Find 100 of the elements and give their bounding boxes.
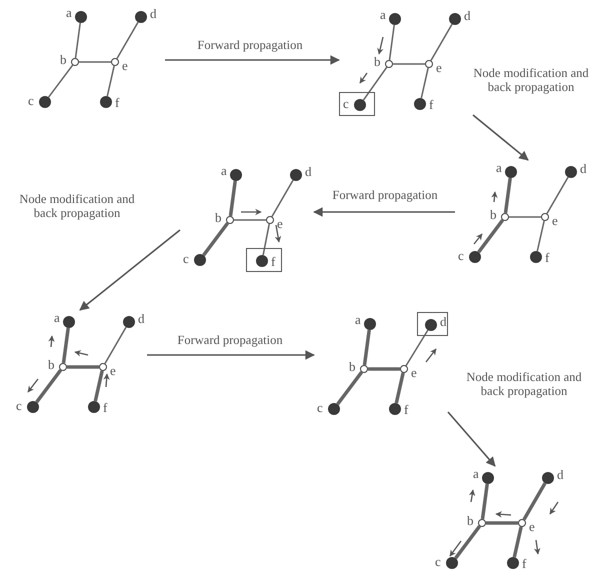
node-dot (446, 557, 458, 569)
node-letter: b (467, 514, 474, 527)
tree-branch (394, 372, 405, 404)
tree-branch (509, 216, 541, 218)
tree-branch (228, 180, 237, 216)
node-letter: d (150, 7, 156, 20)
tree-branch (536, 220, 545, 252)
node-letter: c (435, 555, 441, 568)
node-dot (123, 316, 135, 328)
tree-branch (271, 180, 294, 217)
node-dot (39, 96, 51, 108)
node-letter: f (404, 403, 408, 416)
arrow (79, 229, 180, 311)
arrow (313, 207, 455, 217)
node-letter: a (54, 311, 60, 324)
node-letter: c (343, 97, 349, 110)
node-letter: b (48, 358, 54, 371)
junction-circle (111, 58, 119, 66)
node-letter: a (496, 161, 502, 174)
highlight-box (339, 92, 375, 116)
tree-branch (67, 365, 99, 369)
arrow (447, 411, 496, 467)
junction-circle (501, 213, 509, 221)
node-dot (505, 166, 517, 178)
tree-branch (104, 326, 127, 364)
node-dot (230, 169, 242, 181)
node-letter: f (429, 98, 434, 111)
node-letter: f (522, 557, 526, 570)
node-dot (194, 254, 206, 266)
node-dot (389, 13, 401, 25)
tree-branch (454, 525, 481, 560)
node-dot (354, 99, 366, 111)
node-letter: b (374, 55, 380, 68)
junction-circle (400, 365, 408, 373)
tree-branch (477, 219, 504, 254)
junction-circle (99, 363, 107, 371)
junction-circle (59, 363, 67, 371)
node-letter: f (545, 251, 550, 264)
tree-branch (362, 330, 371, 366)
node-dot (256, 255, 268, 267)
edge-label: Node modification and back propagation (465, 370, 583, 398)
edge-label: Node modification and back propagation (18, 192, 136, 220)
node-letter: a (355, 313, 361, 326)
junction-circle (478, 519, 486, 527)
tree-branch (94, 370, 104, 402)
node-letter: e (436, 61, 442, 74)
node-dot (507, 557, 519, 569)
junction-circle (71, 58, 79, 66)
tree-branch (106, 66, 115, 96)
junction-circle (385, 60, 393, 68)
node-letter: c (16, 399, 22, 412)
tree-branch (35, 369, 62, 404)
tree-branch (486, 521, 518, 525)
node-letter: d (305, 165, 312, 178)
node-dot (542, 472, 554, 484)
node-dot (88, 401, 100, 413)
node-letter: e (529, 520, 535, 533)
node-dot (449, 13, 461, 25)
junction-circle (425, 60, 433, 68)
highlight-box (417, 312, 448, 336)
tree-branch (62, 328, 70, 364)
tree-branch (420, 68, 429, 98)
node-dot (27, 401, 39, 413)
tree-branch (512, 526, 523, 558)
node-dot (75, 11, 87, 23)
node-letter: a (221, 164, 227, 177)
node-letter: a (473, 467, 479, 480)
junction-circle (541, 213, 549, 221)
node-dot (469, 251, 481, 263)
tree-branch (79, 61, 111, 63)
node-letter: e (110, 364, 116, 377)
tree-branch (405, 330, 428, 366)
tree-branch (48, 64, 74, 98)
highlight-box (246, 248, 282, 272)
tree-branch (388, 24, 395, 60)
tree-branch (362, 66, 388, 101)
node-dot (63, 316, 75, 328)
arrow (147, 350, 315, 360)
node-letter: c (458, 249, 464, 262)
node-dot (389, 403, 401, 415)
node-letter: e (122, 59, 128, 72)
node-letter: a (380, 8, 386, 21)
node-letter: c (183, 252, 189, 265)
node-letter: f (271, 255, 276, 268)
node-letter: d (464, 9, 470, 22)
node-letter: b (215, 211, 222, 224)
tree-branch (74, 22, 81, 58)
node-dot (425, 319, 437, 331)
node-letter: d (580, 162, 586, 175)
node-letter: b (349, 360, 356, 373)
junction-circle (518, 519, 526, 527)
tree-branch (480, 484, 489, 520)
node-letter: f (115, 96, 120, 109)
node-letter: b (60, 53, 66, 66)
tree-branch (262, 224, 270, 256)
junction-circle (226, 216, 234, 224)
tree-branch (234, 219, 266, 221)
node-letter: f (103, 401, 108, 414)
node-letter: e (552, 214, 558, 227)
node-letter: c (28, 94, 34, 107)
